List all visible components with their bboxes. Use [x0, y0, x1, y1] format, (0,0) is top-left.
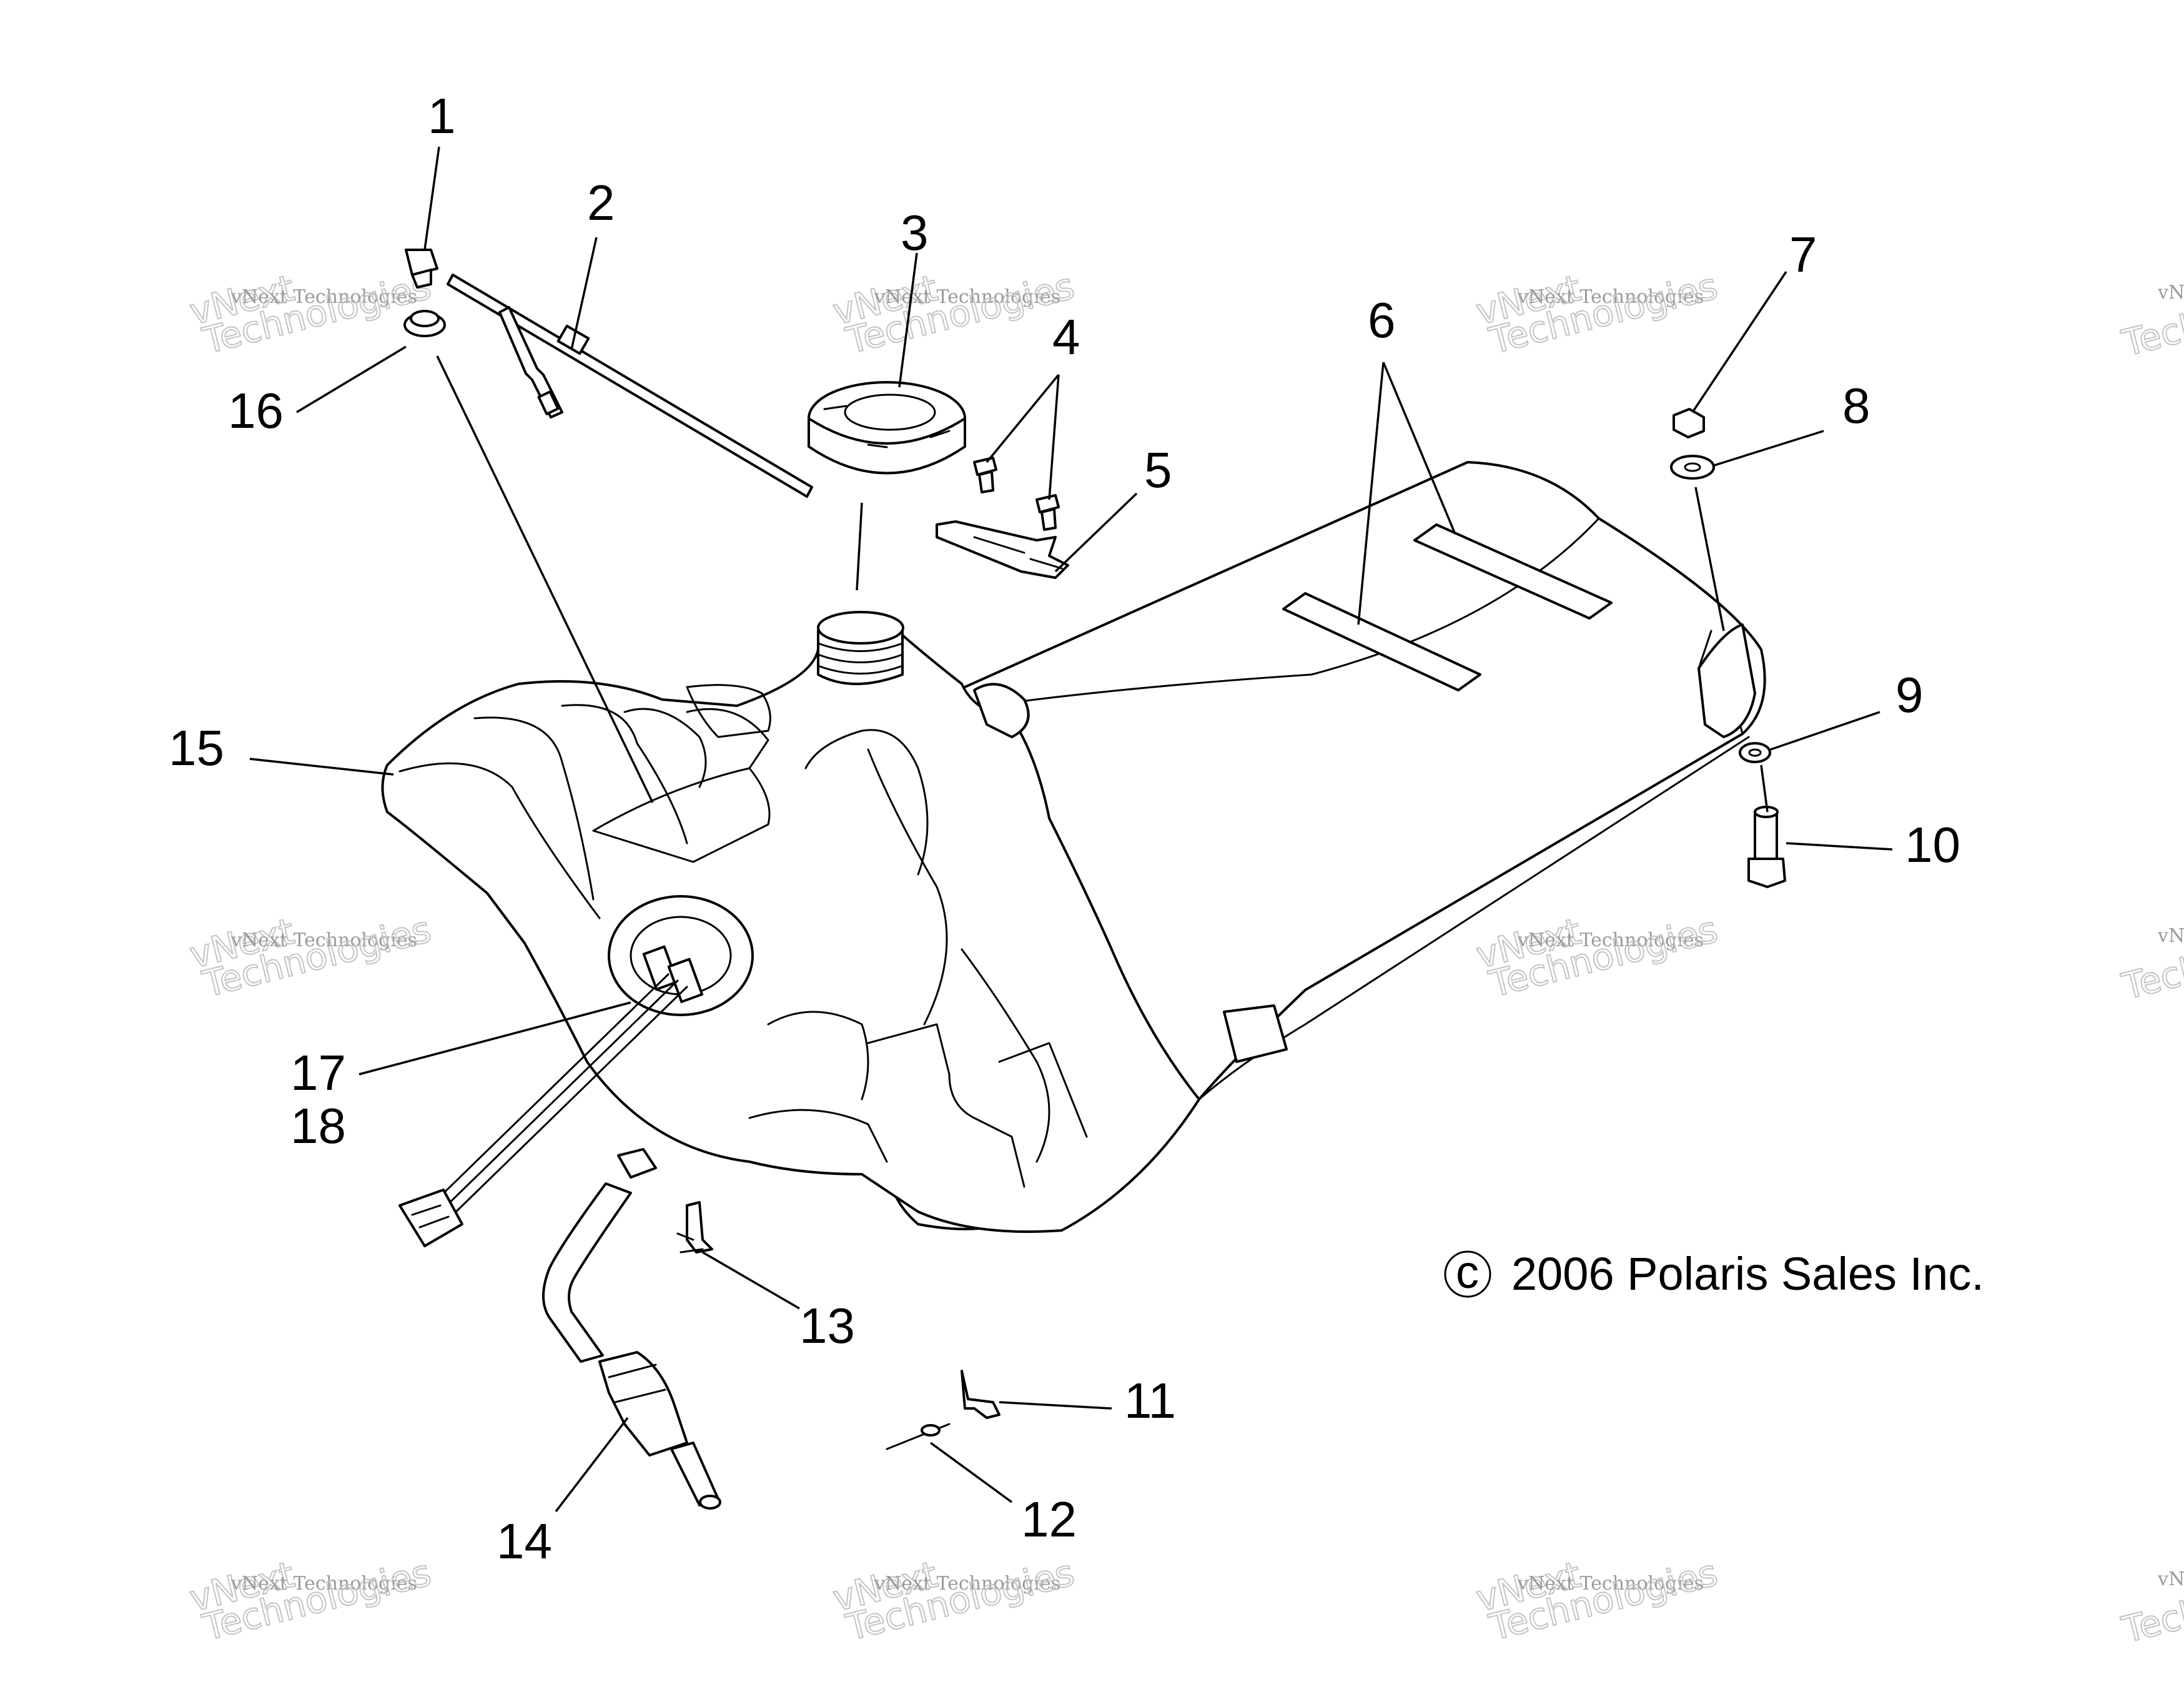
callout-14: 14	[497, 1513, 552, 1569]
watermark: vNext vNext Technologies Technologies	[185, 264, 436, 363]
watermark: vNext vNext Technologies Technologies	[1471, 1551, 1722, 1650]
watermark-edge: vNext Technologies Technologies vNext Te…	[2117, 266, 2184, 1651]
pump-flange	[608, 895, 754, 1016]
svg-text:Technologies: Technologies	[842, 1551, 1079, 1649]
callout-18: 18	[290, 1098, 346, 1154]
callout-11: 11	[1124, 1373, 1176, 1428]
bolt	[1747, 806, 1786, 888]
svg-text:vNext Technologies: vNext Technologies	[1517, 286, 1704, 308]
callout-7: 7	[1789, 227, 1817, 282]
watermark: vNext vNext Technologies Technologies	[1471, 908, 1722, 1006]
svg-text:vNext Technologies: vNext Technologies	[1517, 929, 1704, 951]
callouts: 1 2 3 4 5 6 7 8 9 10 11 12 13 14 15 16 1…	[169, 88, 1960, 1569]
callout-12: 12	[1021, 1492, 1077, 1547]
svg-text:vNext Technologies: vNext Technologies	[2157, 1568, 2184, 1590]
svg-text:Technologies: Technologies	[1485, 908, 1722, 1006]
callout-16: 16	[228, 383, 284, 438]
callout-5: 5	[1144, 442, 1172, 498]
callout-6: 6	[1368, 292, 1396, 348]
watermark: vNext vNext Technologies Technologies	[185, 908, 436, 1006]
callout-9: 9	[1895, 667, 1924, 723]
callout-3: 3	[901, 205, 929, 260]
copyright-notice: c 2006 Polaris Sales Inc.	[1444, 1246, 1984, 1300]
watermark: vNext vNext Technologies Technologies	[828, 264, 1079, 363]
decal-strip	[1413, 523, 1613, 620]
callout-17: 17	[290, 1045, 346, 1101]
callout-10: 10	[1905, 817, 1960, 873]
hose-clip	[961, 1370, 1001, 1419]
callout-8: 8	[1842, 378, 1870, 433]
svg-text:Technologies: Technologies	[1485, 265, 1722, 362]
watermark: vNext vNext Technologies Technologies	[1471, 264, 1722, 363]
callout-2: 2	[587, 175, 615, 230]
vent-fitting	[405, 249, 438, 289]
copyright-circle-icon	[1444, 1250, 1491, 1298]
washer	[1739, 742, 1771, 763]
callout-15: 15	[169, 720, 224, 776]
screw	[1035, 494, 1060, 531]
decal-strip	[1282, 592, 1481, 691]
svg-text:vNext Technologies: vNext Technologies	[874, 286, 1060, 308]
tank-mount-bracket	[1697, 623, 1756, 738]
svg-text:vNext Technologies: vNext Technologies	[874, 1573, 1060, 1595]
callout-1: 1	[428, 88, 456, 144]
svg-text:Technologies: Technologies	[199, 1551, 435, 1649]
decal-strips	[1282, 523, 1613, 691]
svg-text:vNext Technologies: vNext Technologies	[230, 929, 417, 951]
svg-text:Technologies: Technologies	[1485, 1551, 1722, 1649]
screw	[973, 457, 997, 493]
copyright-symbol: c	[1456, 1246, 1479, 1298]
grommet	[403, 310, 446, 337]
tank-main-body	[381, 620, 1200, 1233]
watermark: vNext vNext Technologies Technologies	[828, 1551, 1079, 1650]
svg-text:Technologies: Technologies	[842, 265, 1079, 362]
filler-neck	[817, 611, 904, 685]
svg-text:vNext Technologies: vNext Technologies	[230, 286, 417, 308]
svg-text:vNext Technologies: vNext Technologies	[230, 1573, 417, 1595]
retainer-plate	[936, 520, 1069, 579]
wire-clip	[676, 1201, 713, 1254]
svg-text:vNext Technologies: vNext Technologies	[1517, 1573, 1704, 1595]
push-pin	[886, 1423, 951, 1450]
callout-4: 4	[1052, 309, 1080, 365]
leader-lines	[249, 146, 1893, 1513]
svg-text:Technologies: Technologies	[199, 908, 435, 1006]
svg-text:vNext Technologies: vNext Technologies	[2157, 282, 2184, 304]
vent-hose	[447, 274, 813, 498]
svg-text:vNext Technologies: vNext Technologies	[2157, 925, 2184, 947]
watermark: vNext vNext Technologies Technologies	[185, 1551, 436, 1650]
tank-notch	[1223, 1004, 1288, 1063]
fuel-pump-harness	[398, 973, 688, 1247]
washer	[1670, 455, 1715, 480]
nut	[1673, 408, 1705, 438]
callout-13: 13	[799, 1298, 855, 1353]
fuel-tank	[381, 461, 1766, 1233]
copyright-text: 2006 Polaris Sales Inc.	[1511, 1248, 1984, 1300]
tank-mount-tab	[973, 683, 1030, 738]
fuel-line-filter	[542, 1148, 721, 1510]
svg-text:Technologies: Technologies	[199, 265, 435, 362]
fuel-cap	[808, 381, 966, 475]
